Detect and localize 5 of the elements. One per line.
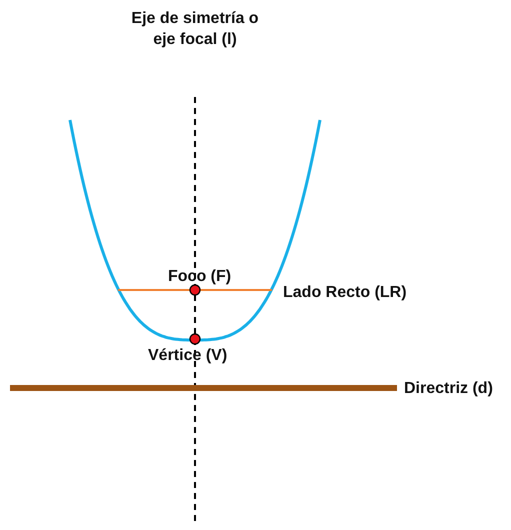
directrix-label: Directriz (d) (404, 379, 493, 399)
axis-label: Eje de simetría o eje focal (l) (130, 9, 260, 50)
latus-rectum-label: Lado Recto (LR) (283, 283, 407, 303)
focus-label: Foco (F) (168, 267, 232, 287)
vertex-label: Vértice (V) (148, 346, 228, 366)
